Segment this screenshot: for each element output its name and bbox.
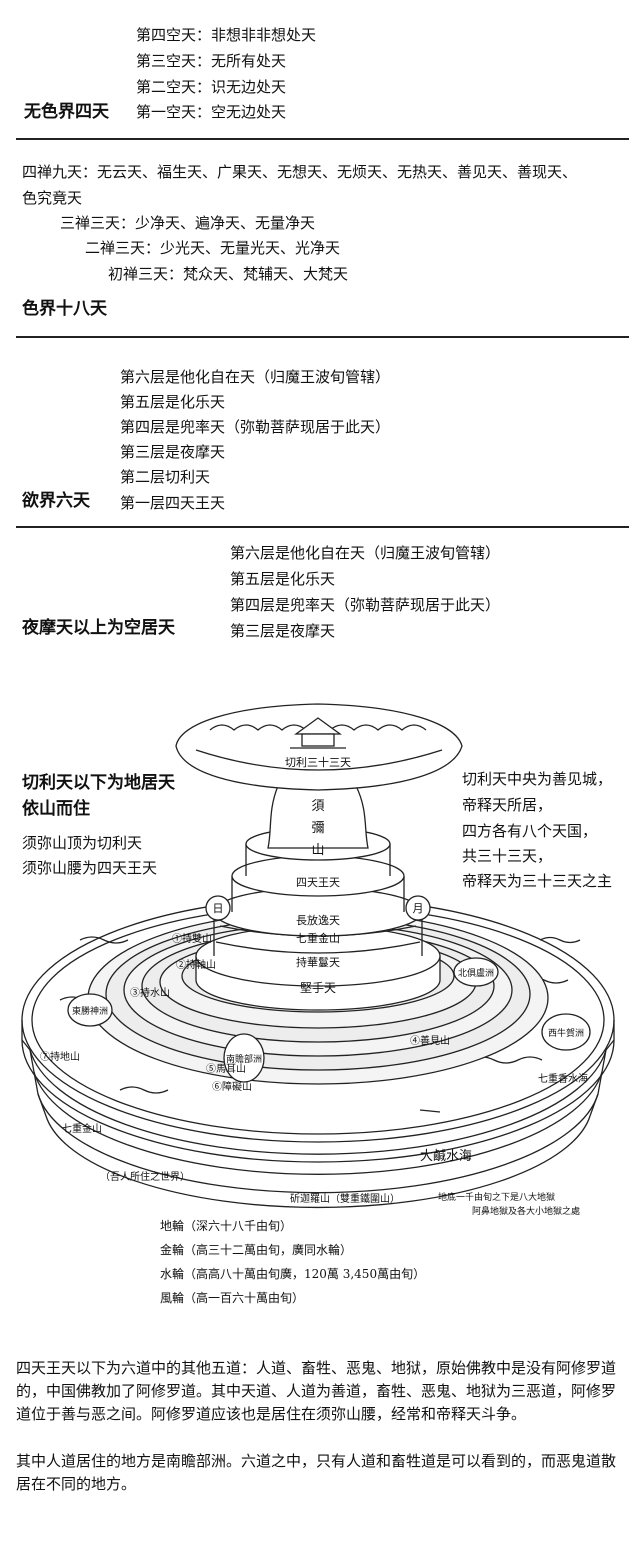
label-mountain-7: ⑦持地山 [40,1050,80,1063]
label-hells-2: 阿鼻地獄及各大小地獄之處 [472,1205,580,1217]
divider [16,336,629,338]
label-north-continent: 北俱盧洲 [458,967,494,979]
label-east-continent: 東勝神洲 [72,1005,108,1017]
desire-line-1: 第一层四天王天 [120,494,226,512]
right-note-4: 共三十三天， [462,846,553,866]
ground-heaven-heading: 切利天以下为地居天 [22,773,175,793]
divider [16,526,629,528]
label-salt-ocean: 大鹹水海 [420,1148,472,1164]
sky-line-5: 第五层是化乐天 [230,570,336,588]
form-line-4: 初禅三天：梵众天、梵辅天、大梵天 [108,265,349,283]
right-note-5: 帝释天为三十三天之主 [462,871,613,891]
formless-line-4: 第四空天：非想非非想处天 [136,26,317,44]
label-earth-wheel: 地輪（深六十八千由旬） [160,1218,292,1233]
label-gold-wheel: 金輪（高三十二萬由旬，廣同水輪） [160,1242,352,1257]
west-continent [541,1013,591,1051]
label-changfang: 長放逸天 [296,913,340,927]
formless-heading: 无色界四天 [24,102,109,122]
label-west-continent: 西牛賀洲 [548,1027,584,1039]
sumeru-top-note: 须弥山顶为切利天 [22,834,143,852]
label-chihuaman: 持華鬘天 [296,955,340,969]
form-line-1-cont: 色究竟天 [22,189,83,207]
label-south-continent: 南贍部洲 [226,1053,262,1065]
south-continent [223,1033,265,1083]
formless-line-1: 第一空天：空无边处天 [136,103,287,121]
sumeru-waist-note: 须弥山腰为四天王天 [22,859,158,877]
six-paths-paragraph: 四天王天以下为六道中的其他五道：人道、畜牲、恶鬼、地狱，原始佛教中是没有阿修罗道… [16,1359,617,1423]
divider [16,138,629,140]
label-xu: 須 [311,799,324,814]
sun-icon [205,895,231,921]
label-mountain-3: ③持水山 [130,986,170,999]
formless-line-3: 第三空天：无所有处天 [136,52,287,70]
label-four-kings: 四天王天 [296,876,340,889]
label-seven-gold-mountains: 七重金山 [62,1122,102,1135]
label-hells-1: 地底一千由旬之下是八大地獄 [438,1191,555,1203]
formless-line-2: 第二空天：识无边处天 [136,78,287,96]
label-iron-mountains: 斫迦羅山（雙重鐵圍山） [290,1192,400,1205]
label-mountain-2: ②持軸山 [176,958,216,971]
label-qichongjin: 七重金山 [296,931,340,945]
label-mountain-6: ⑥障礙山 [212,1080,252,1093]
east-continent [67,993,113,1027]
label-sun: 日 [213,902,224,915]
label-water-wheel: 水輪（高高八十萬由旬廣，120萬 3,450萬由旬） [160,1266,425,1281]
sky-line-6: 第六层是他化自在天（归魔王波旬管辖） [230,544,501,562]
desire-line-2: 第二层切利天 [120,468,211,486]
right-note-2: 帝释天所居， [462,795,553,815]
sky-heading: 夜摩天以上为空居天 [22,618,175,638]
sky-line-4: 第四层是兜率天（弥勒菩萨现居于此天） [230,596,501,614]
form-line-2: 三禅三天：少净天、遍净天、无量净天 [60,214,316,232]
label-trayastrimsa: 切利三十三天 [285,755,351,769]
ground-heaven-subheading: 依山而住 [22,799,90,819]
label-wind-wheel: 風輪（高一百六十萬由旬） [160,1290,304,1305]
label-mountain-1: ①持雙山 [172,932,212,945]
moon-icon [405,895,431,921]
right-note-1: 切利天中央为善见城， [462,769,613,789]
desire-line-5: 第五层是化乐天 [120,393,226,411]
label-seven-seas: 七重香水海 [538,1072,588,1085]
label-mountain-4: ④善見山 [410,1034,450,1047]
label-jianshou: 堅手天 [300,981,336,995]
desire-line-6: 第六层是他化自在天（归魔王波旬管辖） [120,368,391,386]
label-our-world: （吾人所住之世界） [100,1170,190,1183]
north-continent [453,957,499,987]
right-note-3: 四方各有八个天国， [462,821,598,841]
label-shan: 山 [311,843,324,858]
label-mi: 彌 [311,821,324,836]
form-line-1: 四禅九天：无云天、福生天、广果天、无想天、无烦天、无热天、善见天、善现天、 [22,163,578,181]
desire-heading: 欲界六天 [22,491,90,511]
human-realm-paragraph: 其中人道居住的地方是南瞻部洲。六道之中，只有人道和畜牲道是可以看到的，而恶鬼道散… [16,1452,617,1493]
mount-sumeru-illustration: 切利三十三天 須 彌 山 四天王天 長放逸天 七重金山 持華鬘天 堅手天 日 月… [21,703,615,1305]
desire-line-3: 第三层是夜摩天 [120,443,226,461]
sky-line-3: 第三层是夜摩天 [230,622,336,640]
form-heading: 色界十八天 [22,299,107,319]
label-moon: 月 [413,902,424,915]
desire-line-4: 第四层是兜率天（弥勒菩萨现居于此天） [120,418,391,436]
form-line-3: 二禅三天：少光天、无量光天、光净天 [85,239,341,257]
label-mountain-5: ⑤馬耳山 [206,1063,246,1075]
